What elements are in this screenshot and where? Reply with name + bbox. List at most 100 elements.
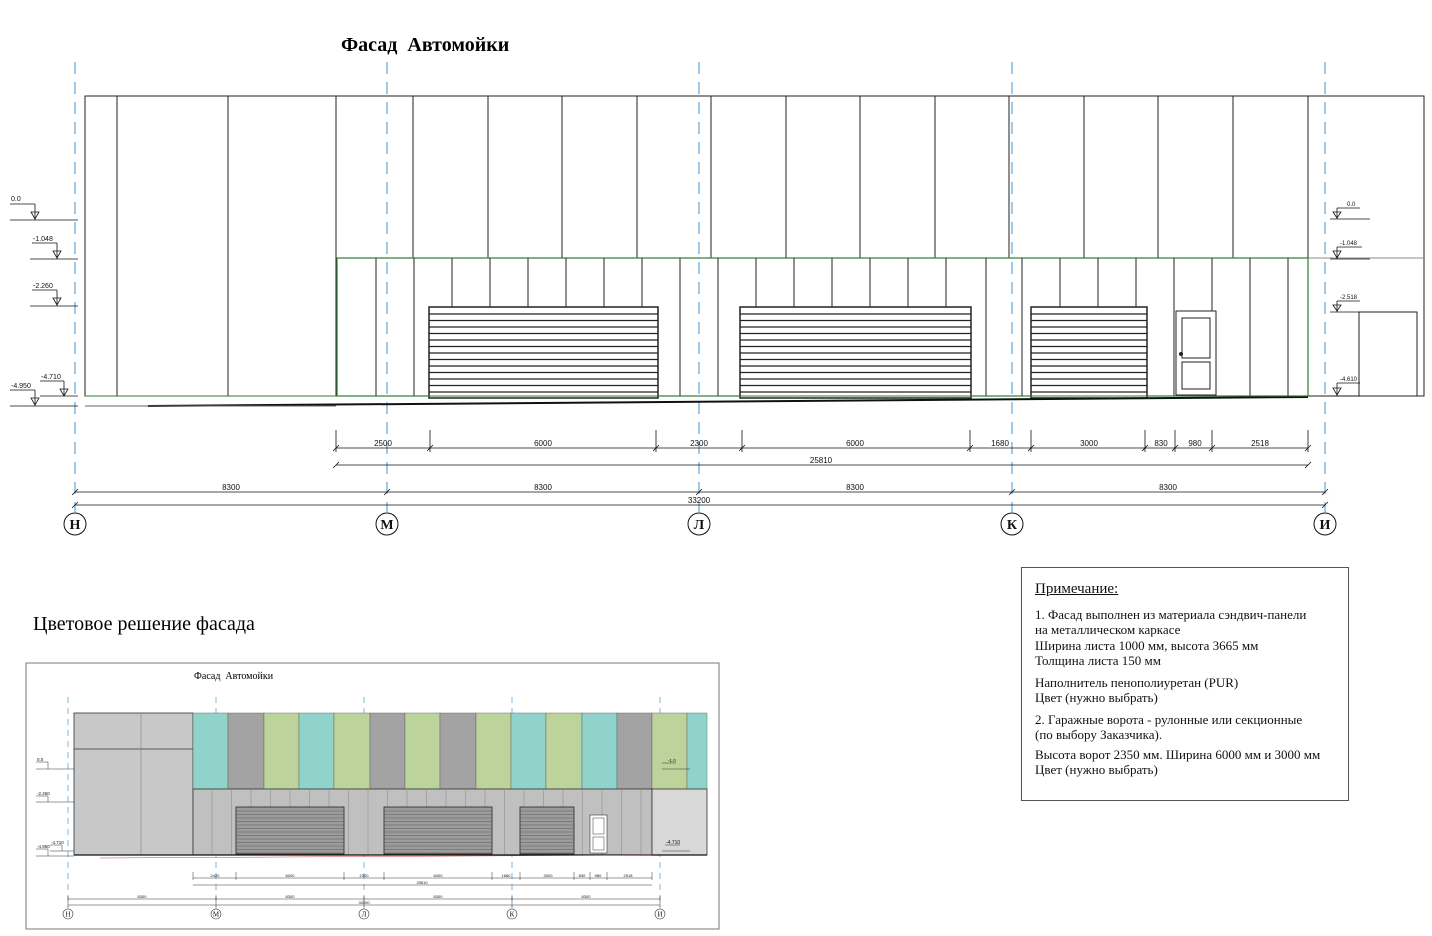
axis-label: М xyxy=(380,518,393,533)
entry-door xyxy=(1175,310,1217,396)
dim-axis: 8300 xyxy=(1159,483,1177,492)
mini-level-label: -4.710 xyxy=(666,840,680,846)
note-line: Толщина листа 150 мм xyxy=(1035,653,1162,668)
left-block xyxy=(84,95,337,397)
mini-dim-axis: 8300 xyxy=(138,894,148,899)
dim-opening: 2500 xyxy=(374,439,392,448)
color-stripe xyxy=(651,712,688,790)
color-stripe xyxy=(545,712,583,790)
axis-label: К xyxy=(1007,518,1018,533)
dim-opening: 3000 xyxy=(1080,439,1098,448)
note-line: 1. Фасад выполнен из материала сэндвич-п… xyxy=(1035,606,1307,622)
mini-axis-label: И xyxy=(657,911,662,919)
upper-facade xyxy=(335,95,1309,259)
dim-opening: 6000 xyxy=(846,439,864,448)
color-stripe xyxy=(404,712,441,790)
color-stripe xyxy=(510,712,547,790)
mini-dim-opening: 1680 xyxy=(502,873,512,878)
mini-dim-opening-total: 25810 xyxy=(416,880,428,885)
dim-tick xyxy=(1321,501,1329,509)
color-section-title: Цветовое решение фасада xyxy=(33,613,255,635)
ground-line xyxy=(85,395,1309,407)
axis-label: Л xyxy=(694,518,705,533)
mini-level-label: -4.950 xyxy=(37,844,50,849)
color-stripe xyxy=(616,712,653,790)
mini-dim-axis: 8300 xyxy=(434,894,444,899)
level-mark-label: 0.0 xyxy=(1347,202,1356,208)
dim-axis: 8300 xyxy=(534,483,552,492)
mini-dim-opening: 980 xyxy=(595,873,602,878)
color-stripe xyxy=(581,712,618,790)
note-line: 2. Гаражные ворота - рулонные или секцио… xyxy=(1035,711,1303,727)
mini-axis-label: М xyxy=(213,911,220,919)
color-stripe xyxy=(439,712,477,790)
color-solution-panel: Фасад Автомойки xyxy=(25,662,720,930)
dimension-chains xyxy=(71,430,1329,509)
mini-dim-axis: 8300 xyxy=(582,894,592,899)
mini-dim-opening: 3000 xyxy=(544,873,554,878)
note-line: Цвет (нужно выбрать) xyxy=(1035,762,1158,777)
mini-dim-opening: 2300 xyxy=(360,873,370,878)
level-marks-left xyxy=(10,203,78,407)
garage-door-3 xyxy=(1030,306,1148,399)
level-mark-label: -4.610 xyxy=(1340,377,1358,383)
dim-axis: 8300 xyxy=(222,483,240,492)
level-mark-label: -2.518 xyxy=(1340,295,1358,301)
mini-axis-label: Л xyxy=(362,911,367,919)
axis-lines xyxy=(74,62,1326,512)
note-heading: Примечание: xyxy=(1035,581,1119,597)
dim-tick xyxy=(1008,488,1016,496)
axis-bubbles xyxy=(63,512,1337,536)
color-stripe xyxy=(227,712,265,790)
dim-axis: 8300 xyxy=(846,483,864,492)
mini-dim-axis: 8300 xyxy=(286,894,296,899)
right-block xyxy=(1307,95,1425,397)
dim-tick xyxy=(1304,461,1312,469)
dim-tick xyxy=(383,488,391,496)
mini-dim-opening: 6000 xyxy=(286,873,296,878)
color-stripe xyxy=(263,712,300,790)
level-marks-right xyxy=(1330,207,1370,397)
level-mark-label: 0.0 xyxy=(11,196,21,203)
mini-dim-opening: 6000 xyxy=(434,873,444,878)
mini-axis-label: Н xyxy=(65,911,70,919)
note-line: Цвет (нужно выбрать) xyxy=(1035,690,1158,705)
mini-dim-opening: 2420 xyxy=(211,873,221,878)
note-line: на металлическом каркасе xyxy=(1035,622,1181,637)
dim-opening: 6000 xyxy=(534,439,552,448)
mini-level-label: 0.0 xyxy=(37,757,44,762)
dim-tick xyxy=(695,488,703,496)
mini-level-label: -4.710 xyxy=(51,840,64,845)
mini-dim-opening: 830 xyxy=(579,873,586,878)
garage-door-2 xyxy=(739,306,972,399)
level-mark-label: -2.260 xyxy=(33,283,53,290)
mini-level-label: -1.0 xyxy=(668,758,676,763)
dim-tick xyxy=(71,488,79,496)
dim-axis-total: 33200 xyxy=(688,496,711,505)
axis-label: И xyxy=(1320,518,1331,533)
color-stripe xyxy=(298,712,335,790)
dim-tick xyxy=(332,461,340,469)
color-stripe xyxy=(475,712,512,790)
color-stripe xyxy=(192,712,229,790)
level-mark-label: -1.048 xyxy=(33,236,53,243)
note-line: Ширина листа 1000 мм, высота 3665 мм xyxy=(1035,637,1259,653)
dim-opening-total: 25810 xyxy=(810,456,833,465)
level-mark-label: -4.710 xyxy=(41,374,61,381)
color-stripe xyxy=(369,712,406,790)
dim-opening: 2518 xyxy=(1251,439,1269,448)
color-stripe xyxy=(686,712,708,790)
note-line: Наполнитель пенополиуретан (PUR) xyxy=(1035,674,1239,690)
note-box: Примечание: 1. Фасад выполнен из материа… xyxy=(1021,567,1349,801)
garage-door-1 xyxy=(428,306,659,399)
mini-title: Фасад Автомойки xyxy=(194,671,274,682)
color-stripe xyxy=(333,712,371,790)
mini-dim-axis-total: 33200 xyxy=(358,900,370,905)
dim-opening: 830 xyxy=(1154,439,1168,448)
dim-tick xyxy=(1321,488,1329,496)
dim-opening: 980 xyxy=(1188,439,1202,448)
level-mark-label: -4.950 xyxy=(11,383,31,390)
level-mark-label: -1.048 xyxy=(1340,241,1358,247)
dim-opening: 2300 xyxy=(690,439,708,448)
